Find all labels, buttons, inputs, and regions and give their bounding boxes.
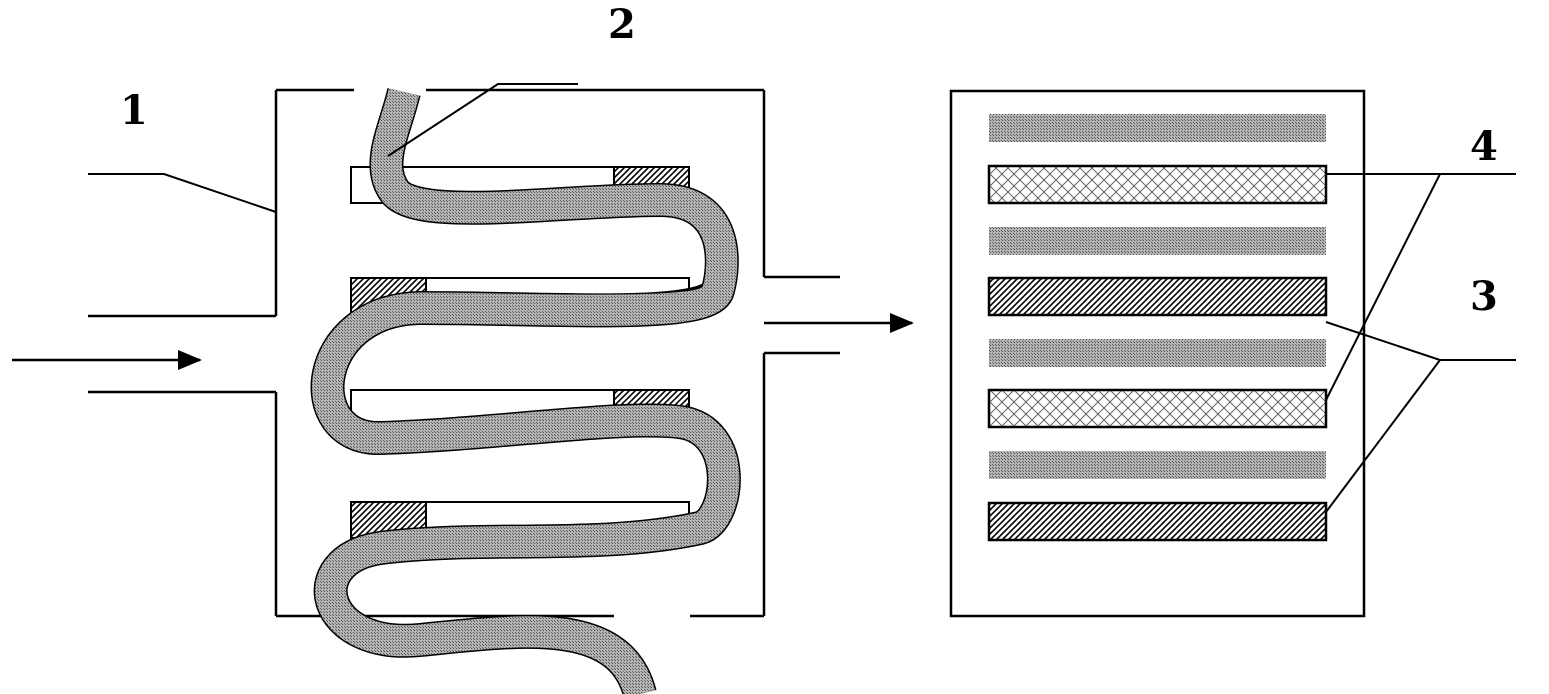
label-1: 1 — [120, 87, 148, 134]
layer-gray-1 — [989, 114, 1326, 142]
layer-hatched-2 — [987, 501, 1328, 542]
leader-lines-3 — [1325, 321, 1516, 513]
leader-line-chamber — [88, 173, 277, 213]
layer-gray-4 — [989, 451, 1326, 479]
leader-lines-4 — [1325, 173, 1516, 401]
inlet-pipe — [88, 314, 276, 394]
label-4: 4 — [1470, 123, 1498, 170]
layer-crosshatch-1 — [987, 164, 1328, 205]
leader-line-fiber — [387, 83, 578, 157]
layer-gray-3 — [989, 339, 1326, 367]
label-3: 3 — [1470, 273, 1498, 320]
label-2: 2 — [608, 1, 636, 48]
outlet-pipe — [764, 275, 840, 355]
layer-hatched-1 — [987, 276, 1328, 317]
serpentine-fiber — [310, 87, 741, 694]
layer-crosshatch-2 — [987, 388, 1328, 429]
chamber-outline — [274, 88, 766, 618]
layer-gray-2 — [989, 227, 1326, 255]
